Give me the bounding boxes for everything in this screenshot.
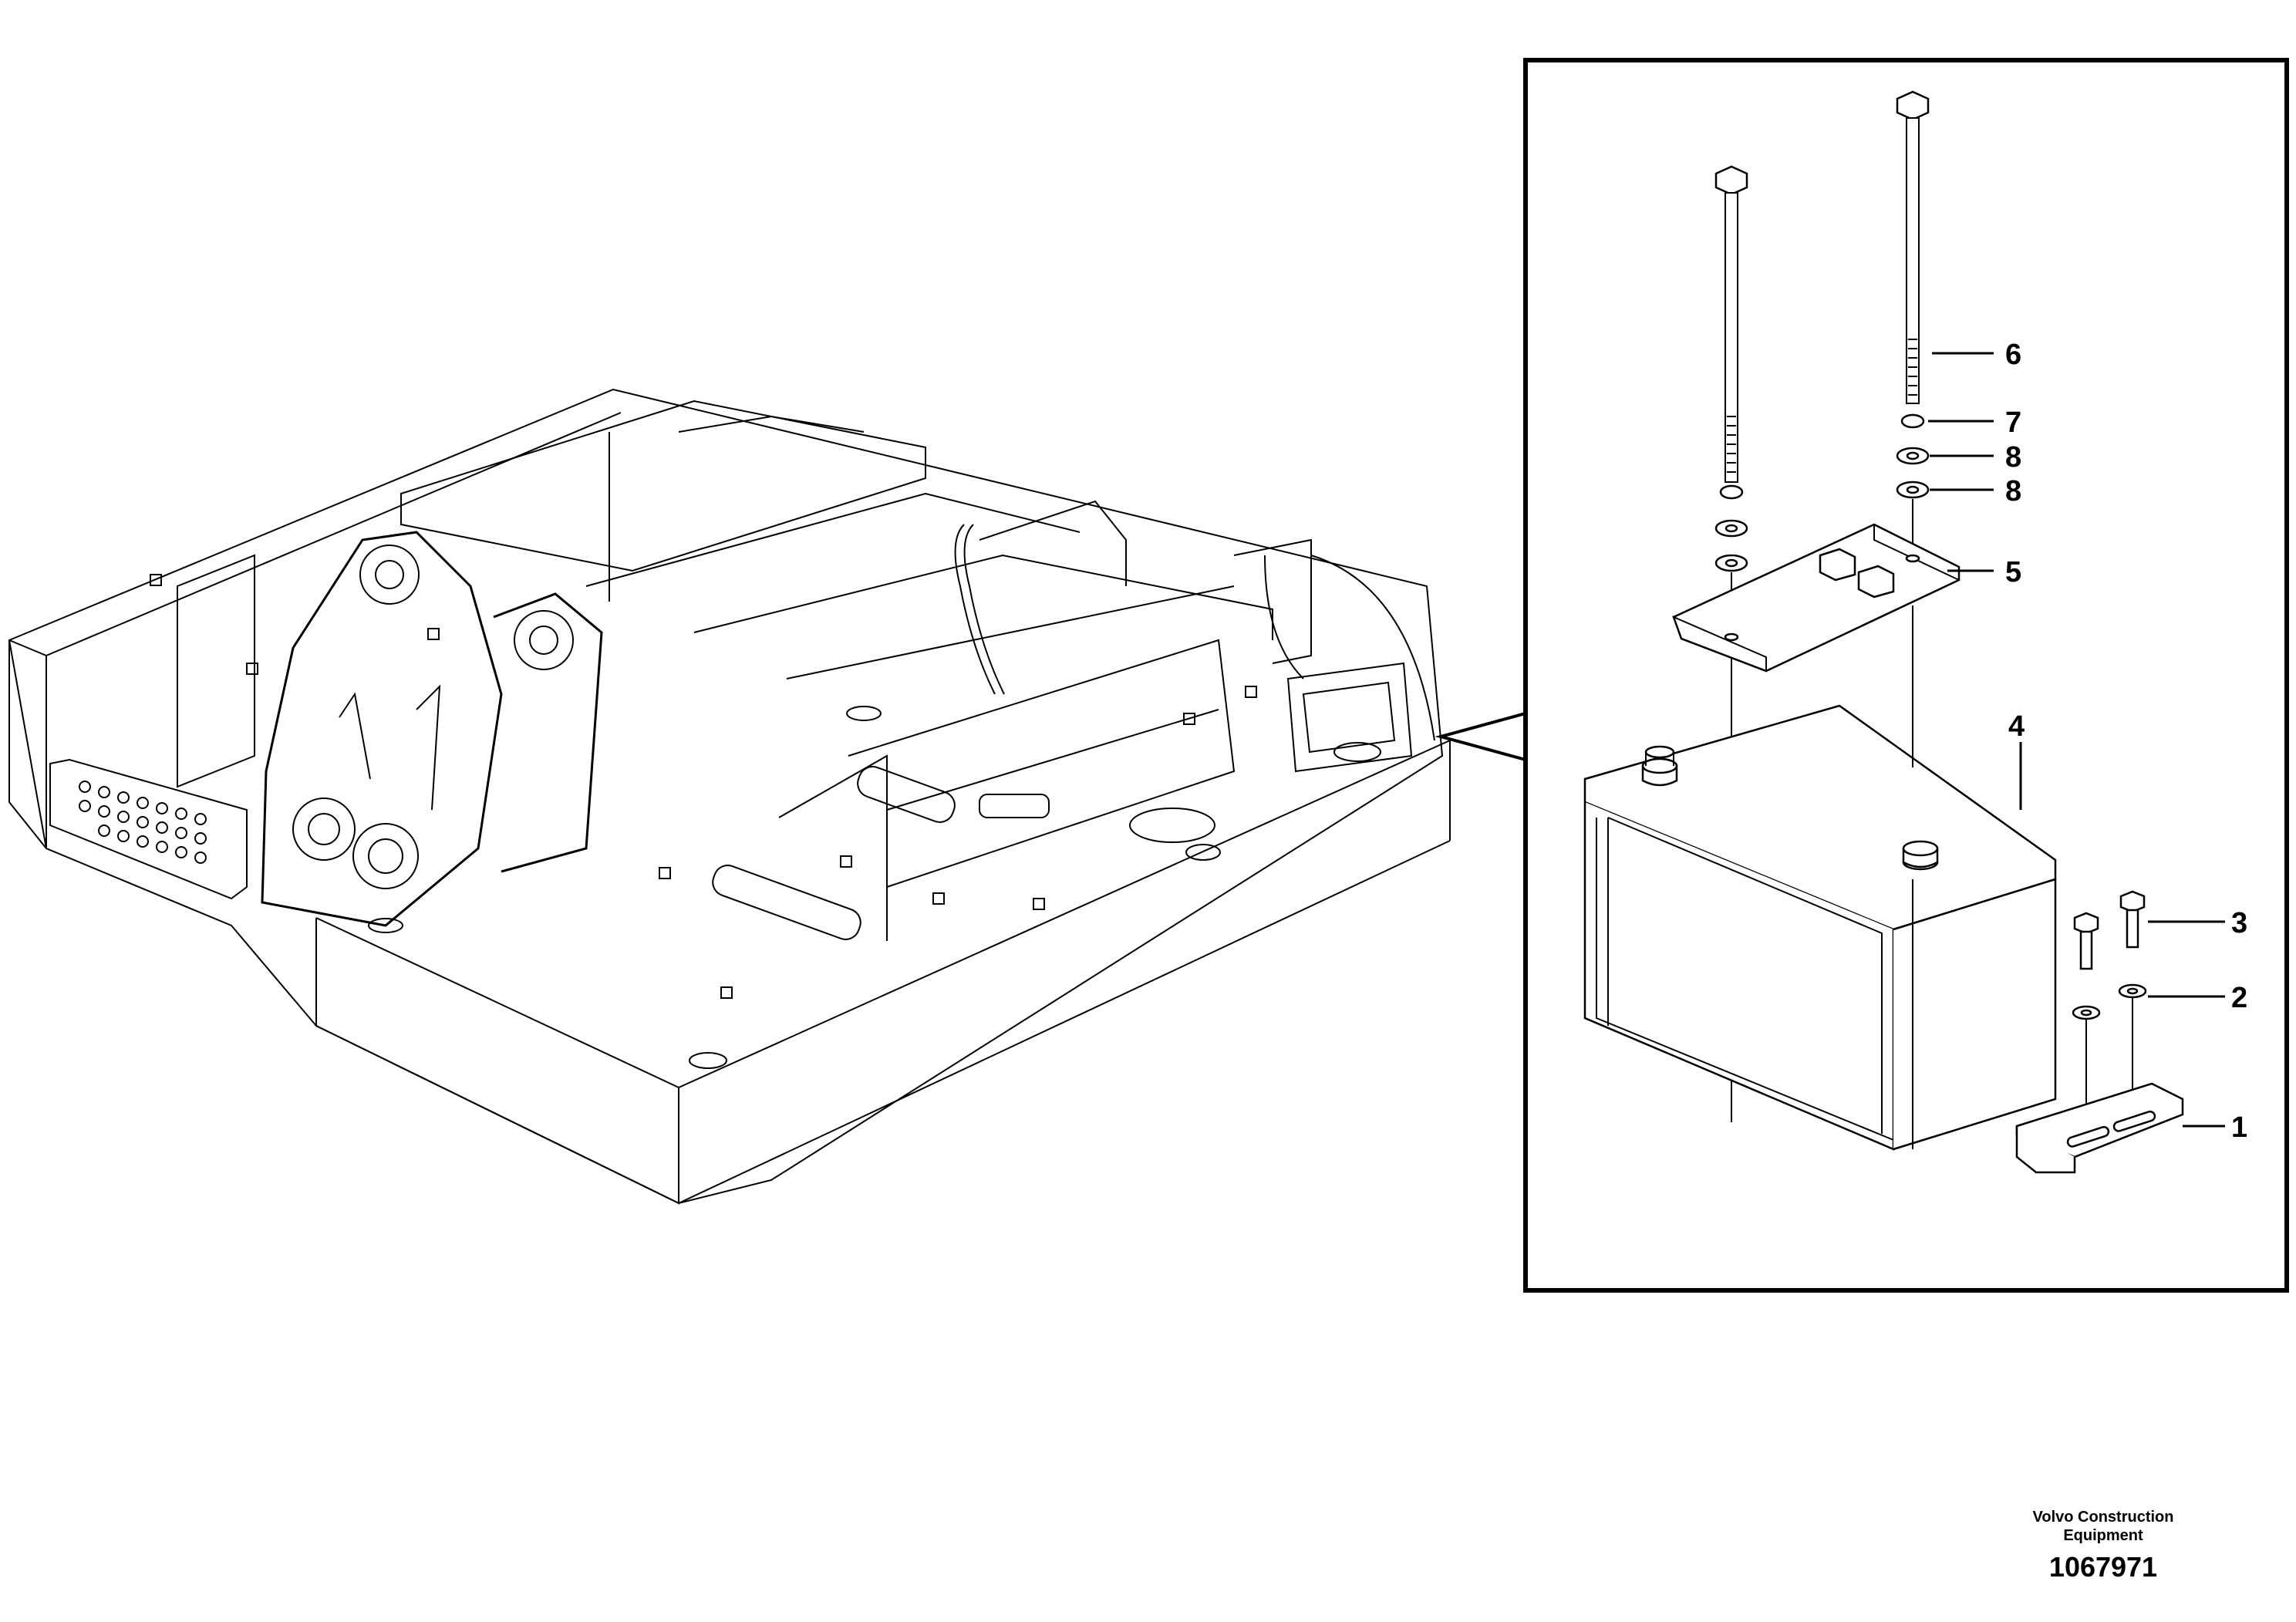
long-bolt-right: [1896, 90, 1930, 557]
callout-label-6: 6: [2005, 339, 2021, 371]
callout-label-4: 4: [2008, 710, 2025, 743]
callout-label-5: 5: [2005, 556, 2021, 588]
callout-label-8: 8: [2005, 475, 2021, 508]
callout-label-8: 8: [2005, 441, 2021, 474]
callout-label-2: 2: [2231, 982, 2247, 1014]
callout-label-3: 3: [2231, 907, 2247, 939]
step-grating-holes: [79, 781, 207, 864]
upper-frame-drawing: [8, 388, 1451, 1205]
battery-assembly-drawing: [1583, 90, 2184, 1174]
battery: [1583, 704, 2057, 1151]
detail-box: [1523, 58, 2289, 1293]
clamp-plate: [2015, 1082, 2184, 1174]
detail-pointer: [1435, 711, 1528, 762]
publisher-credit: Volvo Construction Equipment 1067971: [1980, 1508, 2227, 1583]
hold-down-bracket: [1672, 523, 1961, 673]
illustration-number: 1067971: [2048, 1551, 2158, 1583]
publisher-name-line2: Equipment: [2063, 1527, 2143, 1544]
callout-label-1: 1: [2231, 1111, 2247, 1144]
publisher-name-line1: Volvo Construction: [2032, 1509, 2174, 1526]
callout-label-7: 7: [2005, 406, 2021, 439]
